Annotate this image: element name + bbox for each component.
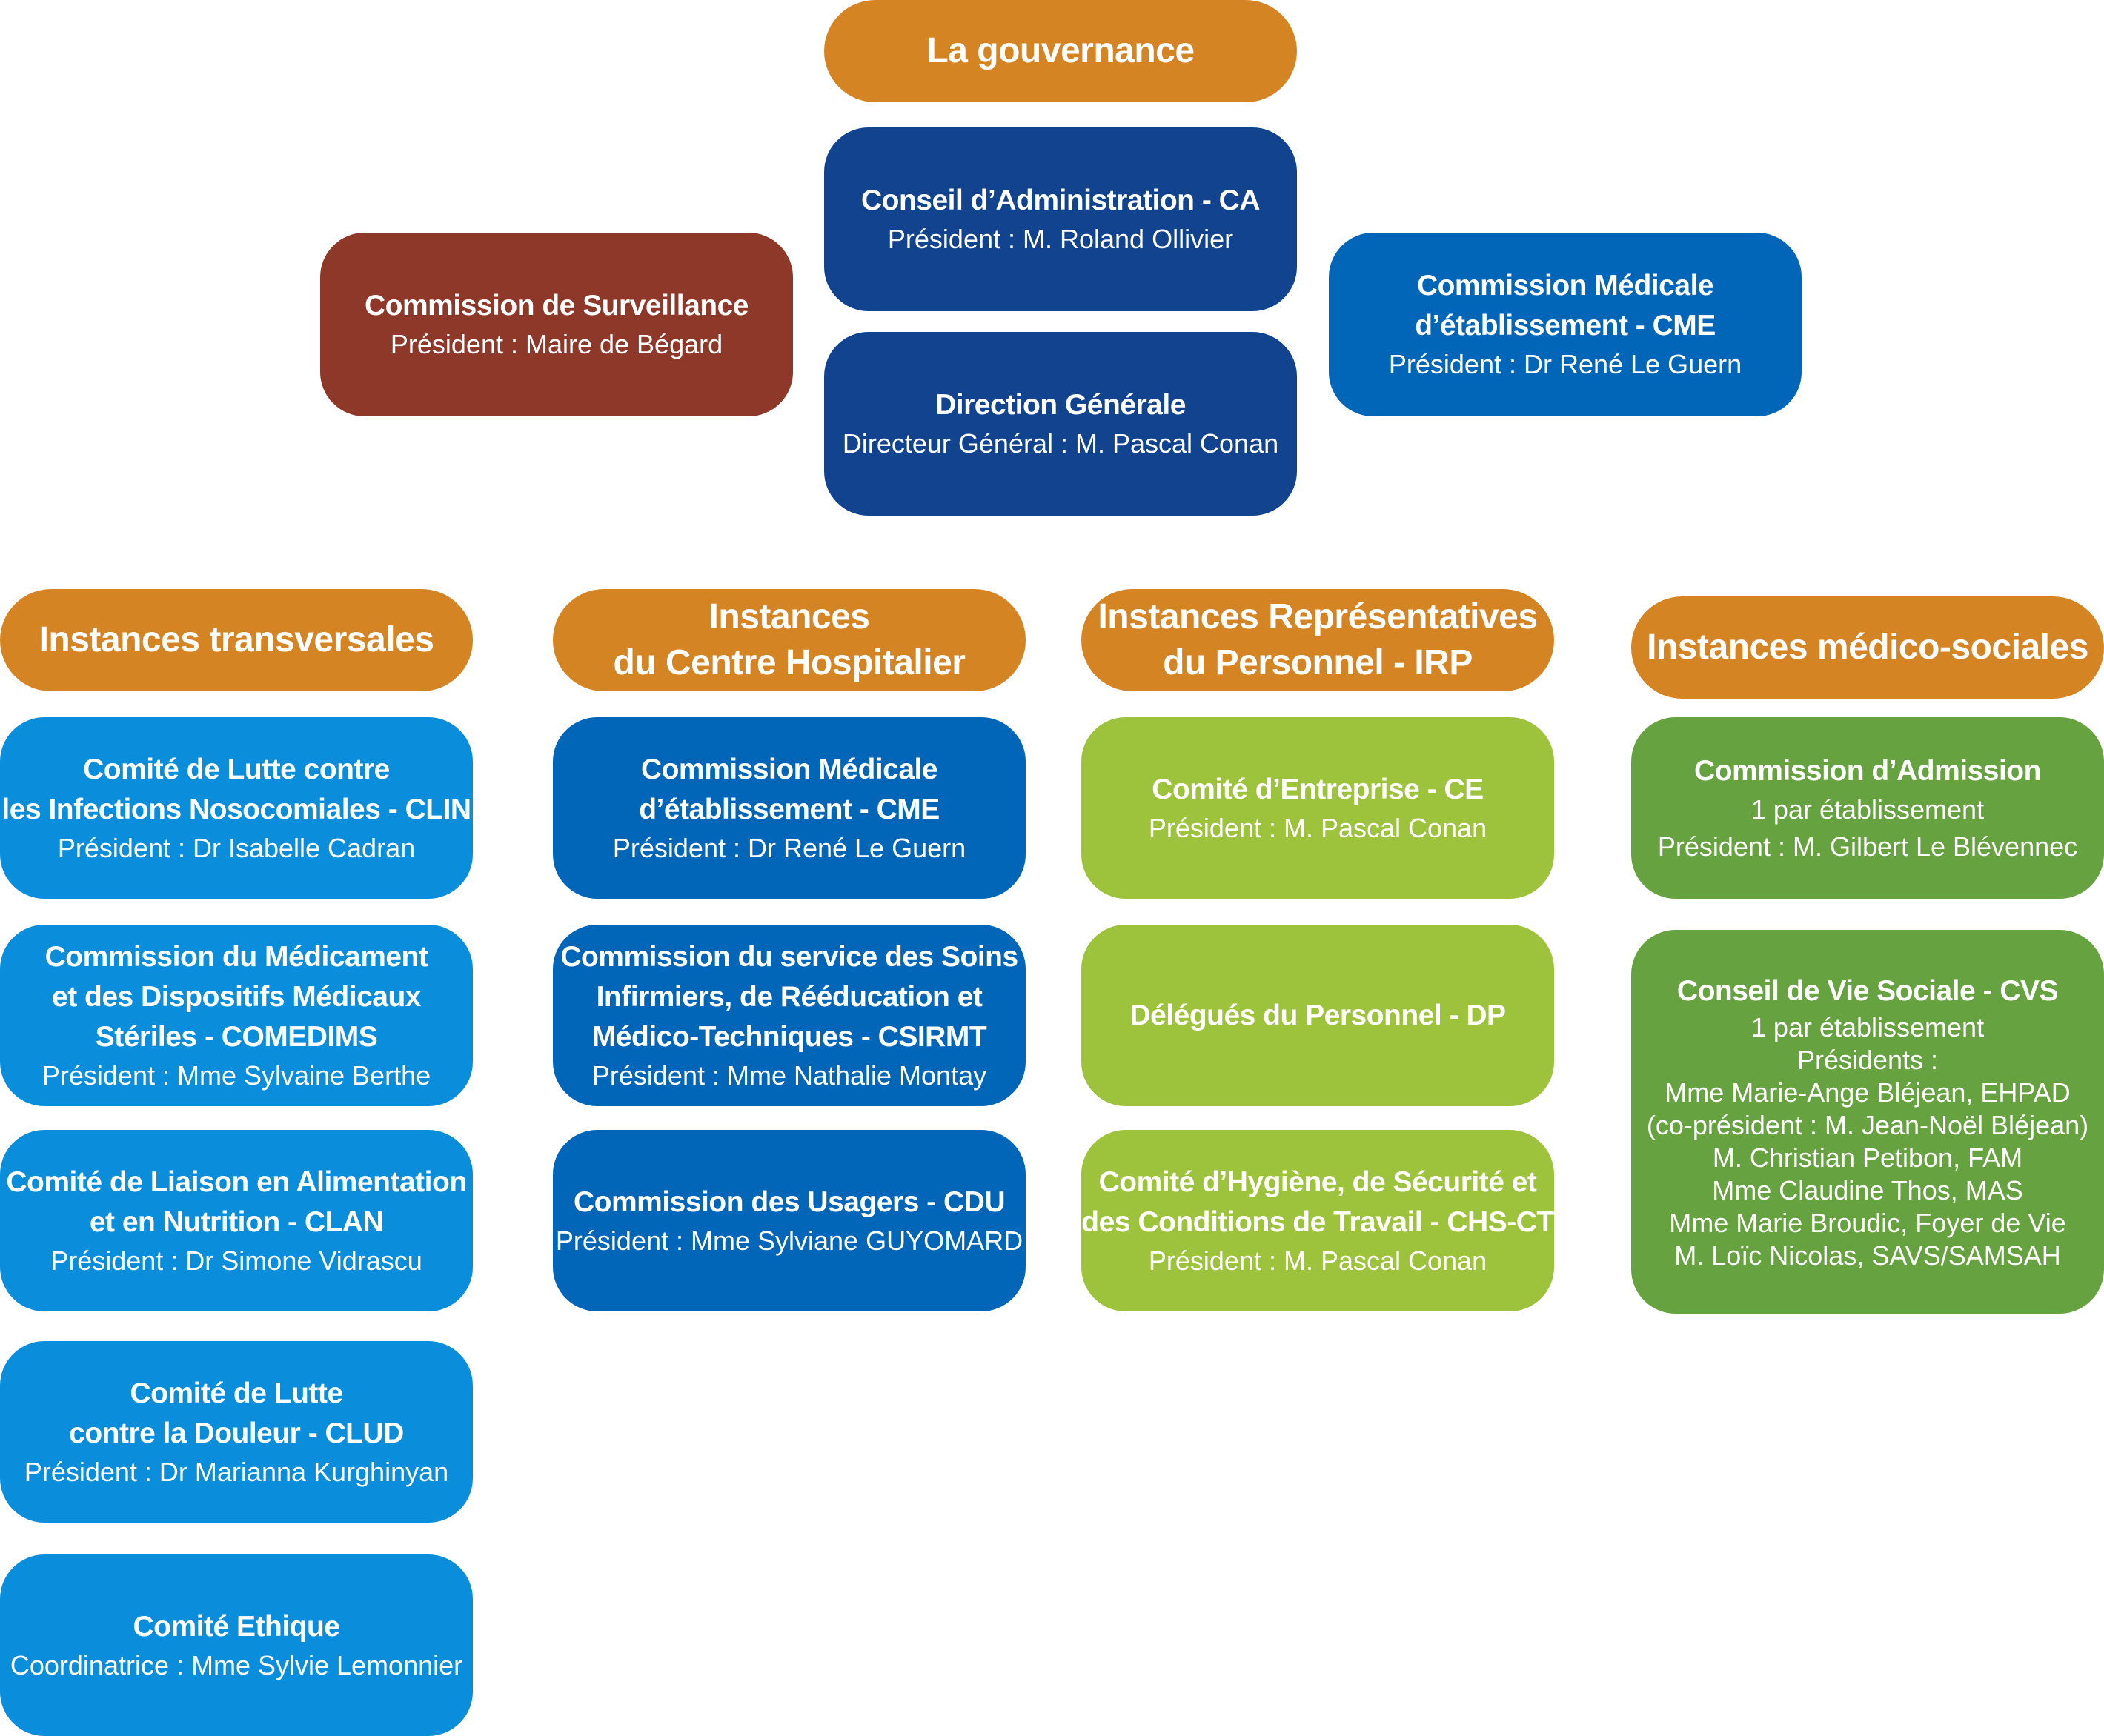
cme-governance-title-1: Commission Médicale [1416,270,1714,302]
clin-president: Président : Dr Isabelle Cadran [57,832,416,863]
governance-header: La gouvernance [824,0,1297,102]
dg-box: Direction Générale Directeur Général : M… [824,332,1297,516]
cme-governance-title-2: d’établissement - CME [1415,310,1716,342]
dp-title: Délégués du Personnel - DP [1129,999,1506,1031]
clud-title-2: contre la Douleur - CLUD [69,1417,404,1449]
dg-director: Directeur Général : M. Pascal Conan [842,428,1279,459]
csirmt-president: Président : Mme Nathalie Montay [591,1060,987,1091]
ce-title: Comité d’Entreprise - CE [1152,773,1484,805]
cvs-president-savs: M. Loïc Nicolas, SAVS/SAMSAH [1674,1240,2061,1271]
transversales-header-title: Instances transversales [39,620,434,659]
cme-governance-president: Président : Dr René Le Guern [1388,349,1742,379]
irp-header-title-2: du Personnel - IRP [1163,643,1473,682]
cvs-president-ehpad: Mme Marie-Ange Bléjean, EHPAD [1665,1077,2071,1108]
clan-president: Président : Dr Simone Vidrascu [50,1245,422,1276]
csirmt-title-3: Médico-Techniques - CSIRMT [591,1020,987,1053]
csirmt-box: Commission du service des Soins Infirmie… [553,925,1026,1106]
comedims-title-2: et des Dispositifs Médicaux [52,980,421,1013]
ce-box: Comité d’Entreprise - CE Président : M. … [1081,717,1554,899]
ethique-coordinatrice: Coordinatrice : Mme Sylvie Lemonnier [10,1649,463,1680]
cvs-president-fam: M. Christian Petibon, FAM [1712,1143,2023,1173]
clud-box: Comité de Lutte contre la Douleur - CLUD… [0,1341,473,1523]
surveillance-president: Président : Maire de Bégard [390,329,723,359]
comedims-title-3: Stériles - COMEDIMS [95,1020,378,1053]
cme-president: Président : Dr René Le Guern [612,832,966,863]
hospitalier-header: Instances du Centre Hospitalier [553,589,1026,691]
cvs-president-mas: Mme Claudine Thos, MAS [1712,1175,2023,1205]
clan-box: Comité de Liaison en Alimentation et en … [0,1130,473,1311]
chsct-president: Président : M. Pascal Conan [1148,1245,1487,1276]
clin-box: Comité de Lutte contre les Infections No… [0,717,473,899]
surveillance-title: Commission de Surveillance [364,290,749,322]
csirmt-title-2: Infirmiers, de Rééducation et [596,980,983,1013]
ce-president: Président : M. Pascal Conan [1148,812,1487,843]
cdu-title: Commission des Usagers - CDU [574,1185,1006,1218]
ethique-box: Comité Ethique Coordinatrice : Mme Sylvi… [0,1554,473,1736]
cme-governance-box: Commission Médicale d’établissement - CM… [1329,233,1802,416]
cvs-box: Conseil de Vie Sociale - CVS 1 par établ… [1631,930,2104,1314]
cdu-box: Commission des Usagers - CDU Président :… [553,1130,1026,1311]
irp-header: Instances Représentatives du Personnel -… [1081,589,1554,691]
csirmt-title-1: Commission du service des Soins [560,940,1018,973]
cvs-frequency: 1 par établissement [1750,1012,1985,1042]
admission-president: Président : M. Gilbert Le Blévennec [1657,831,2078,862]
hospitalier-header-title-2: du Centre Hospitalier [613,643,966,682]
clan-title-2: et en Nutrition - CLAN [89,1205,384,1238]
admission-box: Commission d’Admission 1 par établisseme… [1631,717,2104,899]
medico-header-title: Instances médico-sociales [1647,628,2088,667]
chsct-box: Comité d’Hygiène, de Sécurité et des Con… [1081,1130,1554,1311]
dp-box: Délégués du Personnel - DP [1081,925,1554,1106]
transversales-header: Instances transversales [0,589,473,691]
comedims-president: Président : Mme Sylvaine Berthe [42,1060,431,1091]
comedims-box: Commission du Médicament et des Disposit… [0,925,473,1106]
ca-box: Conseil d’Administration - CA Président … [824,127,1297,311]
irp-header-title-1: Instances Représentatives [1098,597,1538,636]
cdu-president: Président : Mme Sylviane GUYOMARD [555,1225,1023,1256]
surveillance-box: Commission de Surveillance Président : M… [320,233,793,416]
dg-title: Direction Générale [935,389,1186,421]
cvs-presidents-label: Présidents : [1796,1045,1939,1075]
cme-box: Commission Médicale d’établissement - CM… [553,717,1026,899]
admission-frequency: 1 par établissement [1750,794,1985,825]
clud-president: Président : Dr Marianna Kurghinyan [24,1456,449,1487]
ca-title: Conseil d’Administration - CA [860,184,1261,216]
admission-title: Commission d’Admission [1694,754,2041,787]
cvs-copresident-ehpad: (co-président : M. Jean-Noël Bléjean) [1646,1110,2089,1140]
cme-title-1: Commission Médicale [640,753,938,785]
ca-president: Président : M. Roland Ollivier [887,224,1234,254]
cvs-president-foyer: Mme Marie Broudic, Foyer de Vie [1669,1208,2066,1238]
chsct-title-2: des Conditions de Travail - CHS-CT [1081,1205,1554,1238]
cme-title-2: d’établissement - CME [639,793,940,825]
governance-header-title: La gouvernance [926,31,1195,70]
chsct-title-1: Comité d’Hygiène, de Sécurité et [1098,1165,1537,1198]
cvs-title: Conseil de Vie Sociale - CVS [1676,975,2059,1007]
comedims-title-1: Commission du Médicament [44,940,428,973]
medico-header: Instances médico-sociales [1631,596,2104,699]
clan-title-1: Comité de Liaison en Alimentation [6,1165,467,1198]
ethique-title: Comité Ethique [133,1610,340,1643]
clud-title-1: Comité de Lutte [130,1377,343,1409]
clin-title-2: les Infections Nosocomiales - CLIN [1,793,471,825]
hospitalier-header-title-1: Instances [708,597,870,636]
clin-title-1: Comité de Lutte contre [83,753,390,785]
